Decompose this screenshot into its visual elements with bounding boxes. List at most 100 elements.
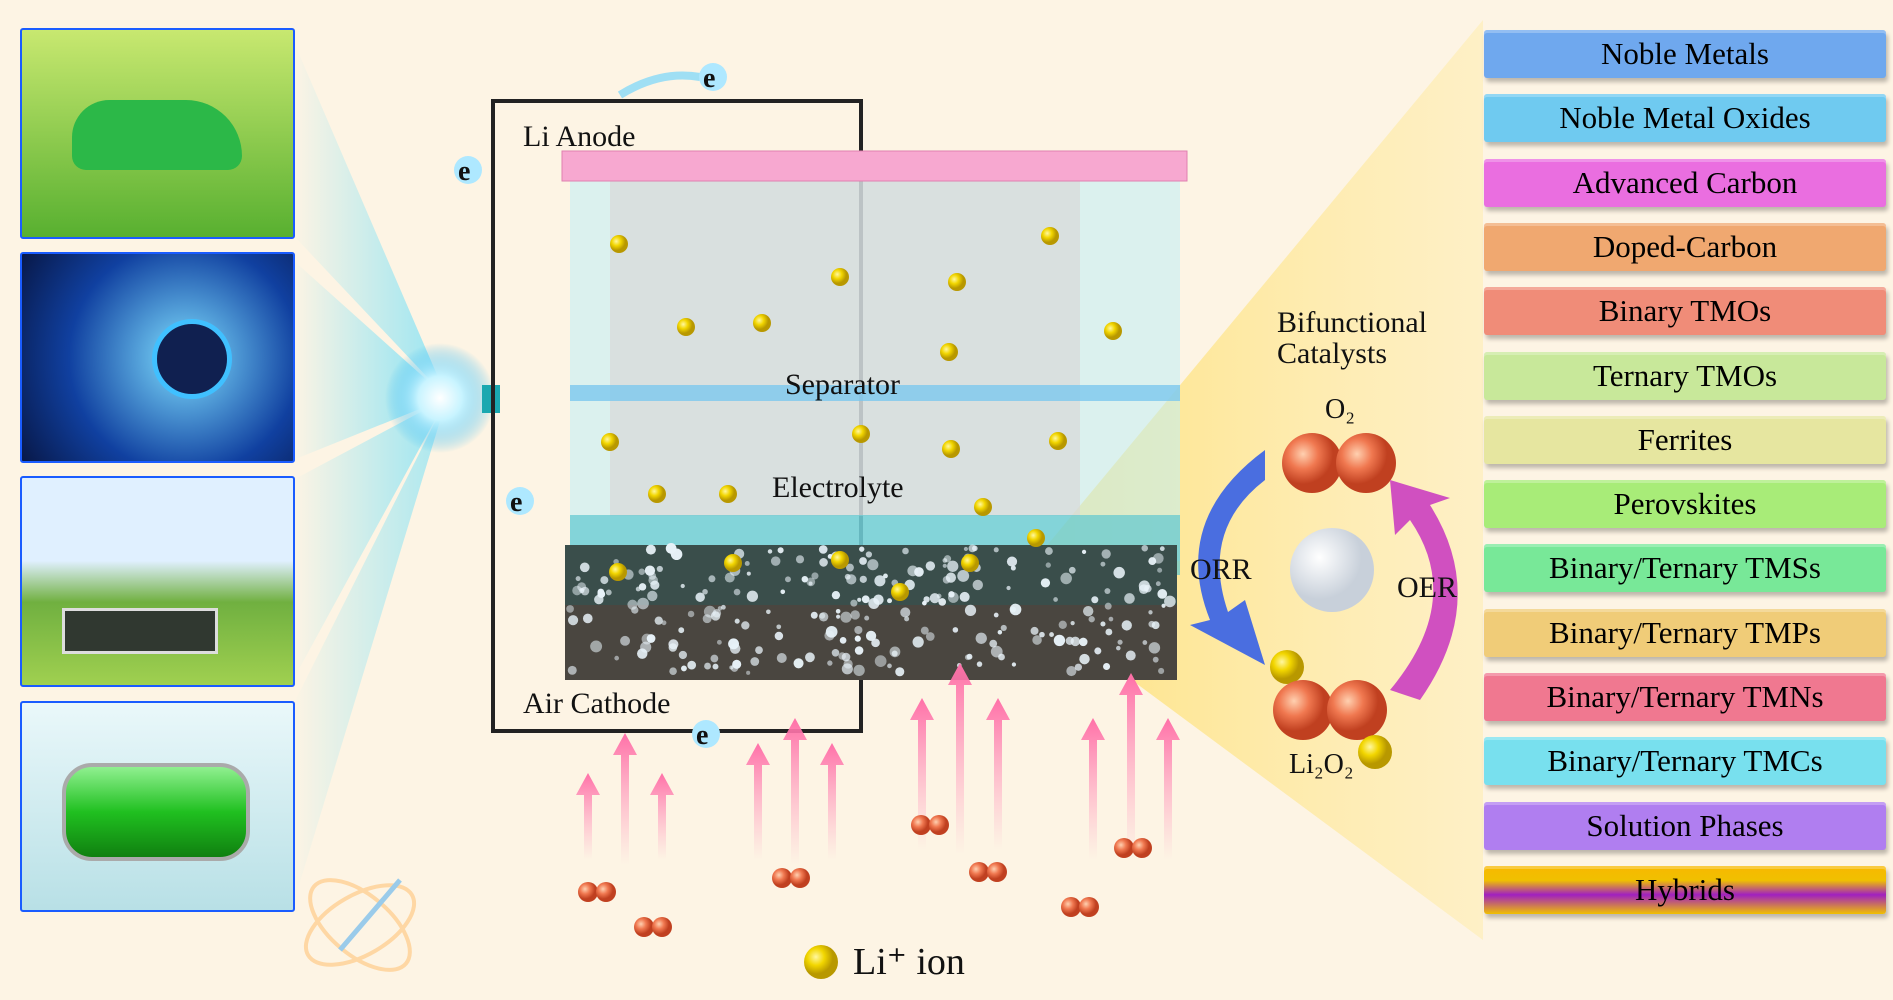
cathode-particle [854,635,861,642]
cathode-particle [1079,653,1090,665]
cathode-particle [741,621,750,630]
cathode-particle [1108,616,1114,622]
cathode-particle [637,648,648,659]
cathode-particle [669,667,677,675]
cathode-particle [993,547,999,553]
oer-arrow [1390,480,1458,700]
cathode-particle [661,620,667,626]
mechanism-title-2: Catalysts [1277,337,1387,370]
cathode-particle [835,608,841,614]
cathode-particle [947,592,959,603]
cathode-particle [836,614,841,619]
li-ion [609,563,627,581]
cathode-particle [874,655,887,667]
cathode-particle [680,583,685,589]
cathode-particle [857,597,862,602]
cathode-particle [780,589,786,595]
battery-cell [561,150,1188,680]
cathode-particle [1039,631,1045,638]
cathode-particle [853,664,865,677]
cathode-particle [861,595,870,604]
cathode-particle [887,598,893,604]
cathode-particle [811,572,819,580]
cathode-particle [637,597,649,610]
oxygen-inflow-arrow [986,698,1010,850]
cathode-particle [716,639,722,645]
cathode-particle [964,604,977,616]
cathode-particle [702,588,708,595]
cathode-particle [614,655,620,661]
cathode-particle [646,634,656,643]
cathode-particle [1157,589,1168,599]
oxygen-inflow-arrow [948,663,972,855]
cathode-particle [793,658,804,669]
catalyst-category: Hybrids [1484,865,1886,914]
cathode-particle [873,594,884,605]
light-bulb-icon [385,343,495,453]
cathode-particle [865,551,872,558]
cathode-particle [839,637,847,644]
cathode-particle [1104,588,1111,595]
cathode-particle [831,590,841,600]
li-ion [831,551,849,569]
application-panel-electric-car [20,28,295,239]
cathode-particle [1157,567,1163,573]
cathode-particle [819,558,828,567]
cathode-particle [801,575,809,583]
o2-molecule [1114,838,1134,858]
cathode-particle [1040,578,1051,588]
cathode-particle [1164,595,1176,608]
cathode-particle [1100,621,1106,627]
cathode-particle [854,625,863,635]
cathode-particle [785,576,791,583]
cathode-particle [976,661,983,667]
battery-icon [62,763,250,861]
cathode-particle [963,546,968,552]
cathode-particle [755,646,763,654]
electrons: e e e e [454,63,727,751]
catalyst-category: Binary TMOs [1484,287,1886,336]
cathode-particle [1104,602,1112,610]
o2-molecule [578,882,598,902]
cathode-particle [859,557,867,565]
cathode-particle [746,590,759,602]
anode-plate [561,150,1188,182]
watch-icon [152,319,232,399]
li-ion [1049,432,1067,450]
cathode-particle [766,609,771,615]
cathode-particle [777,547,784,554]
li-ion [1041,227,1059,245]
application-panel-battery [20,701,295,912]
cathode-particle [968,544,977,553]
cathode-particle [859,546,865,552]
cathode-particle [904,616,910,622]
cathode-particle [1000,624,1007,631]
cathode-particle [843,659,853,669]
cathode-particle [1121,620,1132,631]
cathode-particle [579,587,585,594]
cathode-particle [717,606,723,611]
cathode-particle [912,636,924,648]
cathode-particle [972,579,983,591]
cathode-particle [1045,547,1053,555]
cathode-particle [746,670,751,675]
cathode-particle [871,638,880,648]
cathode-particle [681,665,687,672]
cathode-particle [975,632,987,644]
light-beams [293,40,447,905]
catalyst-category: Binary/Ternary TMNs [1484,673,1886,721]
oxygen-inflow-arrow [1156,718,1180,860]
cathode-particle [627,599,638,610]
cathode-particle [1125,650,1136,661]
cathode-particle [887,663,892,669]
cathode-particle [590,640,603,653]
li-ion [974,498,992,516]
li2o2-label: Li₂O₂ [1289,749,1354,780]
cathode-particle [1068,566,1076,574]
catalyst-category: Ternary TMOs [1484,351,1886,400]
cathode-particle [1159,546,1165,552]
cathode-particle [1158,667,1165,675]
cathode-particle [1138,584,1149,594]
o2-molecule [1132,838,1152,858]
